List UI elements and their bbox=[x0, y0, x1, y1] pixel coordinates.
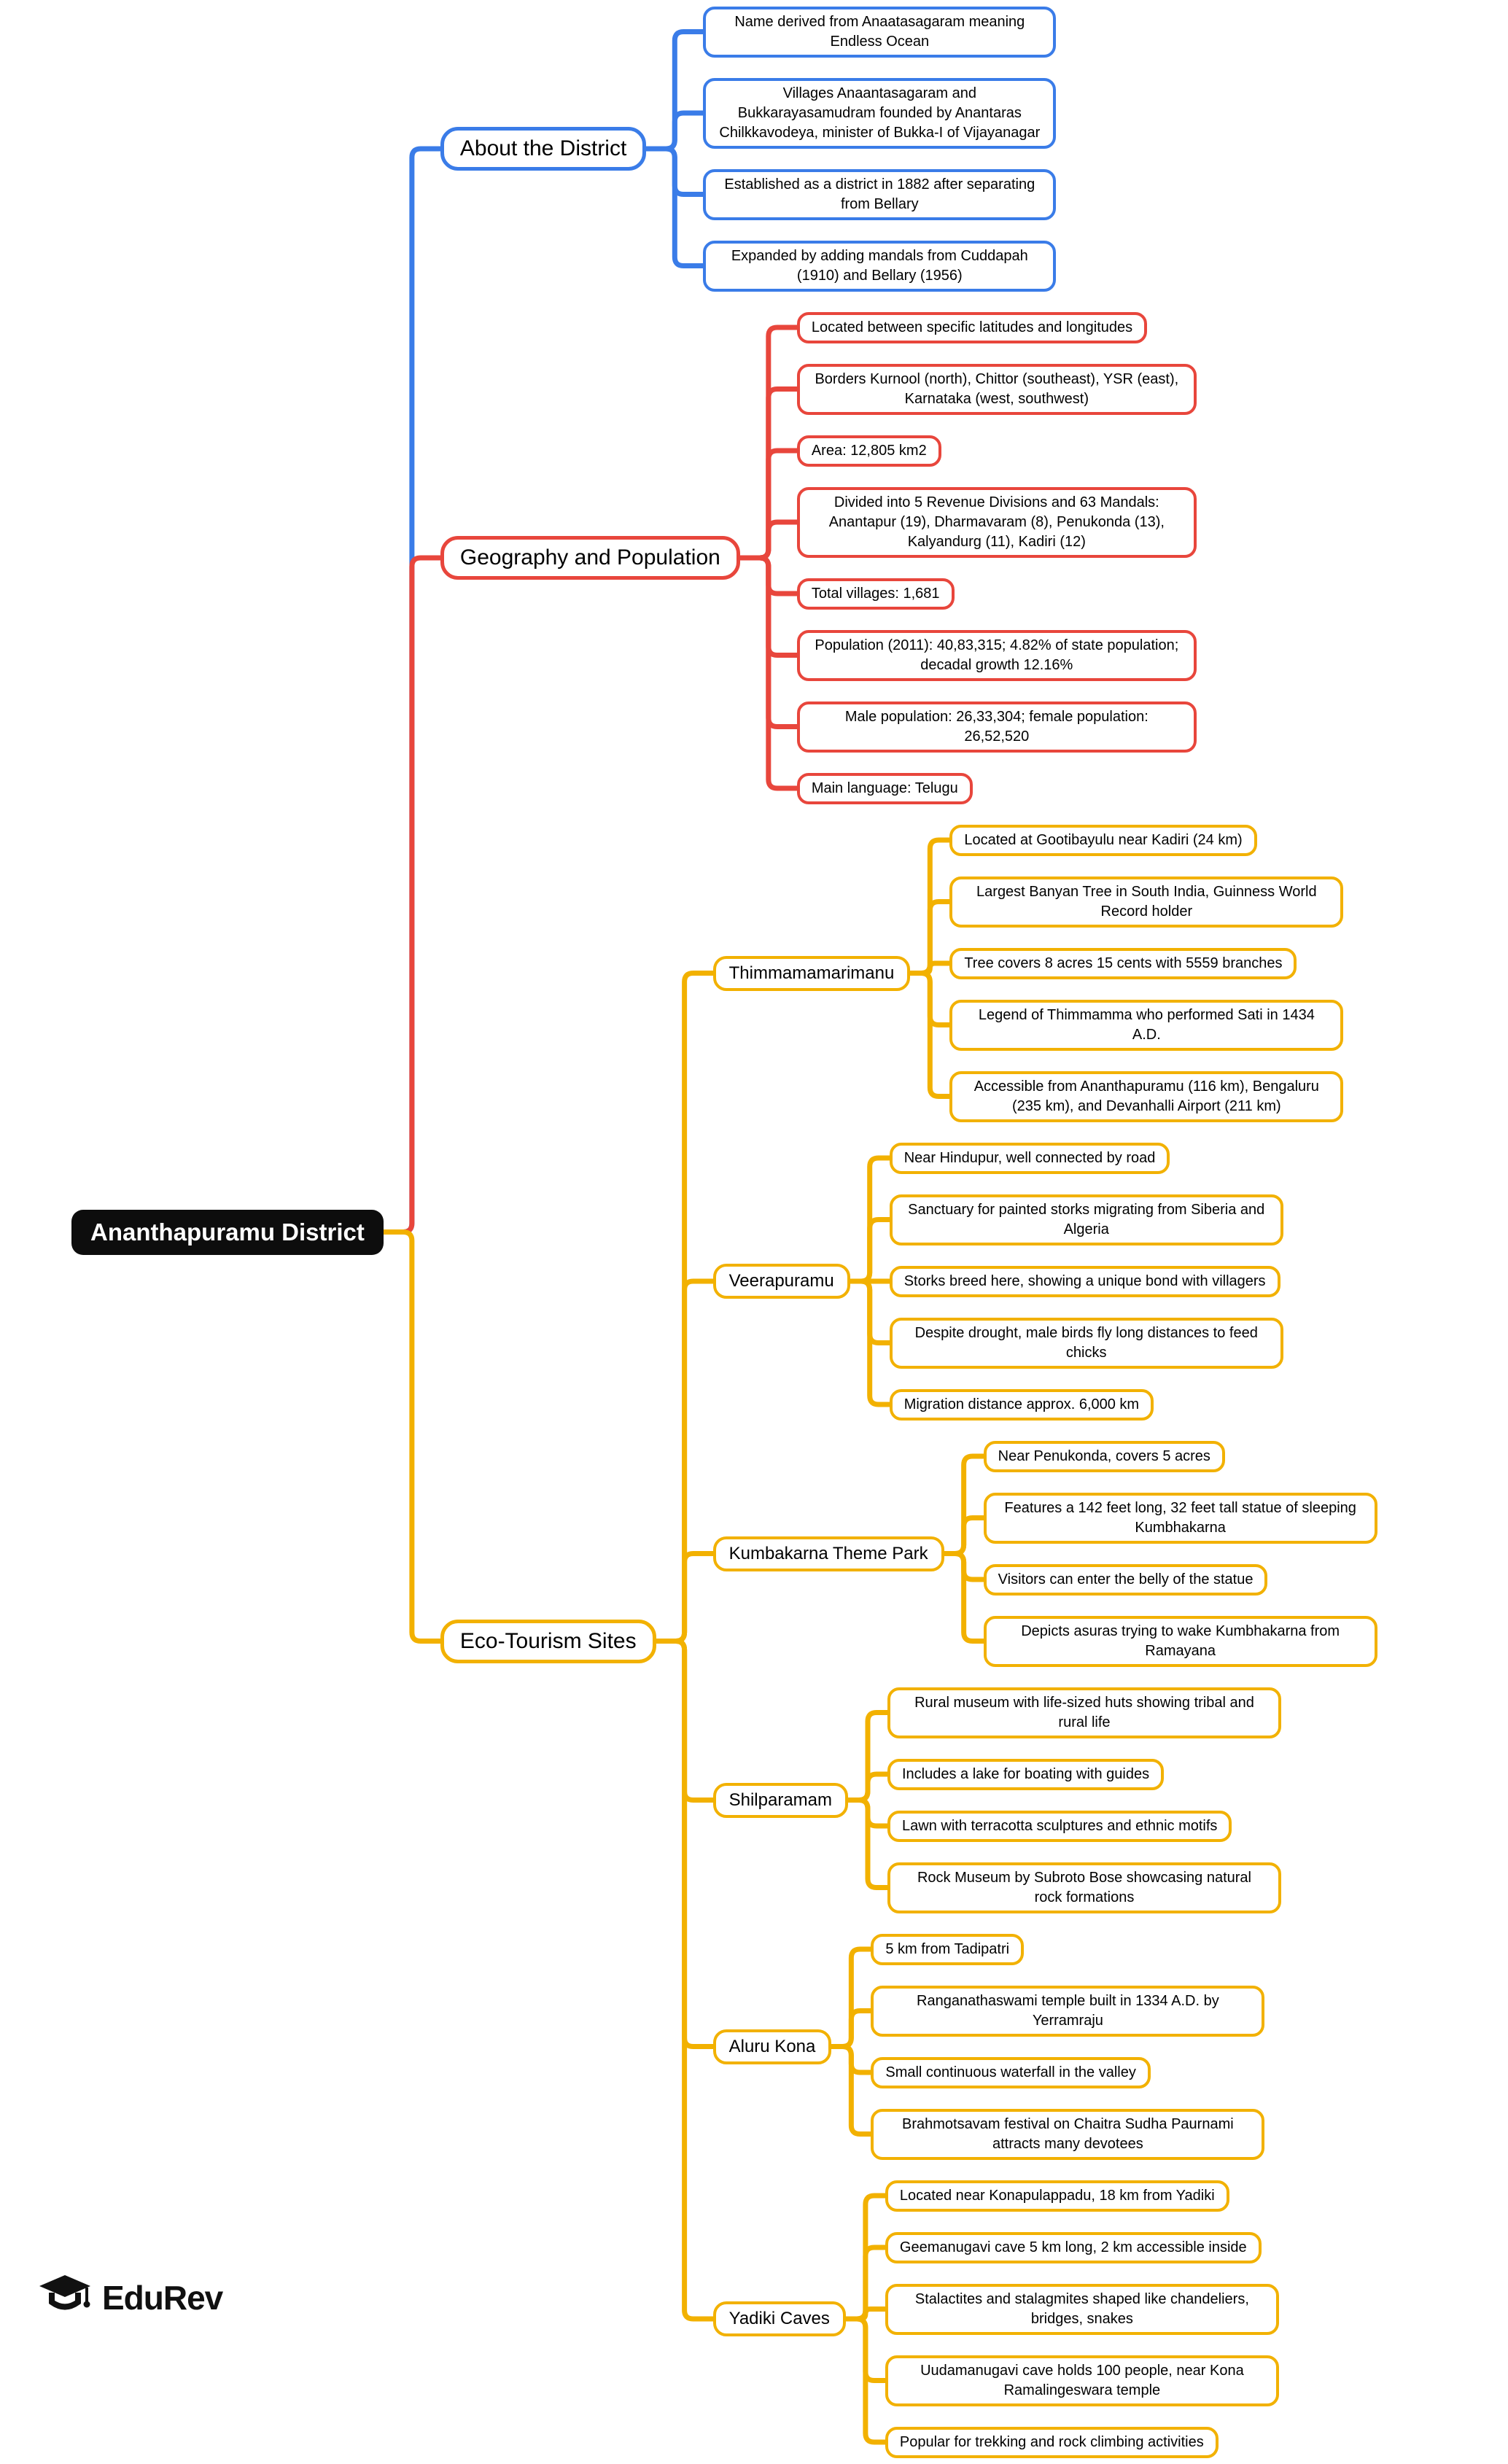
leaf-node: Tree covers 8 acres 15 cents with 5559 b… bbox=[949, 947, 1297, 979]
branch-label-geography-and-population: Geography and Population bbox=[440, 536, 740, 580]
leaf-node: Popular for trekking and rock climbing a… bbox=[885, 2426, 1219, 2458]
subbranch-label-yadiki-caves: Yadiki Caves bbox=[712, 2301, 846, 2336]
leaf-node: Migration distance approx. 6,000 km bbox=[889, 1388, 1154, 1421]
leaf-node: Features a 142 feet long, 32 feet tall s… bbox=[983, 1492, 1377, 1544]
mindmap: Ananthapuramu District About the Distric… bbox=[71, 0, 1377, 2464]
leaf-node: Main language: Telugu bbox=[796, 772, 973, 804]
subbranch-veerapuramu: Veerapuramu Near Hindupur, well connected… bbox=[712, 1142, 1377, 1421]
leaf-node: Largest Banyan Tree in South India, Guin… bbox=[949, 876, 1344, 928]
leaf-node: Storks breed here, showing a unique bond… bbox=[889, 1265, 1280, 1297]
leaf-column: Rural museum with life-sized huts showin… bbox=[887, 1687, 1281, 1913]
leaf-node: 5 km from Tadipatri bbox=[871, 1933, 1025, 1965]
leaf-node: Small continuous waterfall in the valley bbox=[871, 2056, 1151, 2088]
leaf-node: Uudamanugavi cave holds 100 people, near… bbox=[885, 2355, 1279, 2406]
subbranch-label-shilparamam: Shilparamam bbox=[712, 1782, 848, 1818]
subbranch-label-kumbakarna-theme-park: Kumbakarna Theme Park bbox=[712, 1536, 944, 1571]
subbranch-label-veerapuramu: Veerapuramu bbox=[712, 1264, 850, 1299]
graduation-cap-icon bbox=[39, 2275, 90, 2310]
subbranch-kumbakarna-theme-park: Kumbakarna Theme Park Near Penukonda, cov… bbox=[712, 1440, 1377, 1667]
leaf-node: Rock Museum by Subroto Bose showcasing n… bbox=[887, 1862, 1281, 1913]
subbranch-label-thimmamamarimanu: Thimmamamarimanu bbox=[712, 955, 911, 991]
leaf-column: Name derived from Anaatasagaram meaning … bbox=[703, 6, 1057, 292]
subbranch-shilparamam: Shilparamam Rural museum with life-sized … bbox=[712, 1687, 1377, 1913]
leaf-node: Area: 12,805 km2 bbox=[796, 435, 941, 467]
leaf-node: Total villages: 1,681 bbox=[796, 578, 955, 610]
branches-column: About the District Name derived from Anaa… bbox=[440, 0, 1377, 2464]
leaf-node: Sanctuary for painted storks migrating f… bbox=[889, 1194, 1283, 1245]
leaf-node: Visitors can enter the belly of the stat… bbox=[983, 1563, 1268, 1596]
leaf-node: Divided into 5 Revenue Divisions and 63 … bbox=[796, 486, 1197, 558]
leaf-node: Villages Anaantasagaram and Bukkarayasam… bbox=[703, 77, 1057, 149]
root-node: Ananthapuramu District bbox=[71, 1209, 384, 1255]
branch-about-the-district: About the District Name derived from Anaa… bbox=[440, 6, 1377, 292]
branch-geography-and-population: Geography and Population Located between … bbox=[440, 311, 1377, 804]
leaf-node: Established as a district in 1882 after … bbox=[703, 168, 1057, 220]
leaf-column: Located near Konapulappadu, 18 km from Y… bbox=[885, 2180, 1279, 2458]
leaf-node: Near Penukonda, covers 5 acres bbox=[983, 1440, 1225, 1472]
subbranch-label-aluru-kona: Aluru Kona bbox=[712, 2029, 832, 2064]
subbranches-column: Thimmamamarimanu Located at Gootibayulu n… bbox=[712, 824, 1377, 2458]
leaf-node: Despite drought, male birds fly long dis… bbox=[889, 1317, 1283, 1369]
leaf-node: Stalactites and stalagmites shaped like … bbox=[885, 2283, 1279, 2335]
leaf-node: Male population: 26,33,304; female popul… bbox=[796, 701, 1197, 753]
edurev-logo: EduRev bbox=[38, 2274, 223, 2322]
leaf-column: Located between specific latitudes and l… bbox=[796, 311, 1197, 804]
leaf-node: Located near Konapulappadu, 18 km from Y… bbox=[885, 2180, 1229, 2212]
branch-label-eco-tourism-sites: Eco-Tourism Sites bbox=[440, 1619, 656, 1663]
edurev-logo-text: EduRev bbox=[102, 2279, 223, 2317]
subbranch-thimmamamarimanu: Thimmamamarimanu Located at Gootibayulu n… bbox=[712, 824, 1377, 1122]
leaf-node: Brahmotsavam festival on Chaitra Sudha P… bbox=[871, 2108, 1265, 2160]
leaf-column: Located at Gootibayulu near Kadiri (24 k… bbox=[949, 824, 1344, 1122]
leaf-node: Expanded by adding mandals from Cuddapah… bbox=[703, 240, 1057, 292]
leaf-node: Population (2011): 40,83,315; 4.82% of s… bbox=[796, 629, 1197, 681]
leaf-node: Legend of Thimmamma who performed Sati i… bbox=[949, 999, 1344, 1051]
leaf-node: Depicts asuras trying to wake Kumbhakarn… bbox=[983, 1615, 1377, 1667]
branch-label-about-the-district: About the District bbox=[440, 127, 647, 171]
leaf-node: Near Hindupur, well connected by road bbox=[889, 1142, 1170, 1174]
leaf-node: Lawn with terracotta sculptures and ethn… bbox=[887, 1810, 1232, 1842]
leaf-node: Geemanugavi cave 5 km long, 2 km accessi… bbox=[885, 2231, 1262, 2263]
leaf-node: Ranganathaswami temple built in 1334 A.D… bbox=[871, 1985, 1265, 2037]
subbranch-yadiki-caves: Yadiki Caves Located near Konapulappadu, … bbox=[712, 2180, 1377, 2458]
leaf-node: Located between specific latitudes and l… bbox=[796, 311, 1148, 343]
leaf-node: Rural museum with life-sized huts showin… bbox=[887, 1687, 1281, 1738]
leaf-node: Borders Kurnool (north), Chittor (southe… bbox=[796, 363, 1197, 415]
leaf-node: Accessible from Ananthapuramu (116 km), … bbox=[949, 1070, 1344, 1122]
leaf-node: Includes a lake for boating with guides bbox=[887, 1758, 1165, 1790]
leaf-node: Located at Gootibayulu near Kadiri (24 k… bbox=[949, 824, 1257, 856]
leaf-node: Name derived from Anaatasagaram meaning … bbox=[703, 6, 1057, 58]
